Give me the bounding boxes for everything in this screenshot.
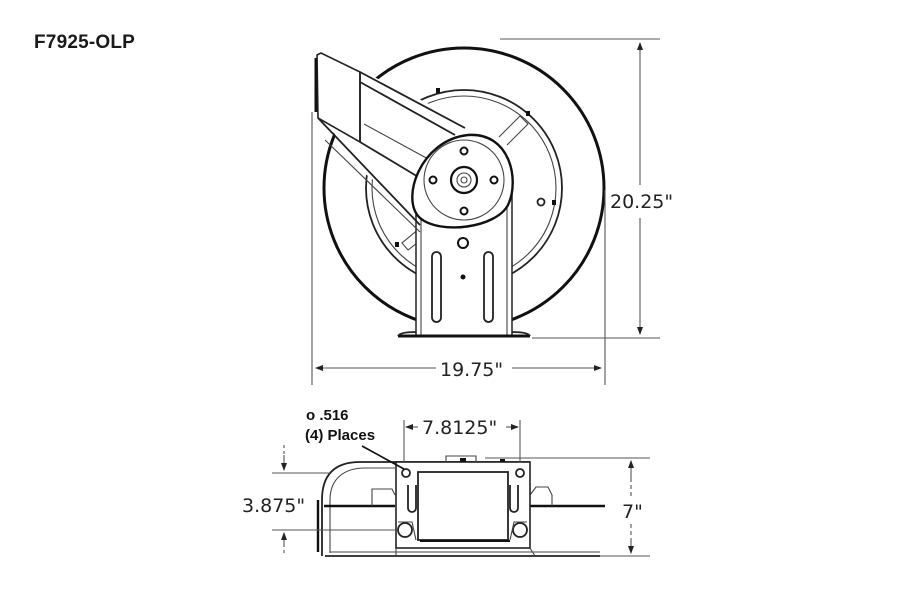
hole-note-places: (4) Places — [305, 427, 375, 444]
front-view — [314, 46, 606, 338]
front-dimensions — [311, 38, 660, 385]
top-dimensions — [272, 420, 650, 557]
bolt-spacing-dimension-label: 7.8125" — [422, 417, 497, 439]
model-title: F7925-OLP — [34, 32, 136, 53]
top-view — [316, 455, 605, 557]
hole-note-diameter: o .516 — [306, 407, 349, 424]
width-dimension-label: 19.75" — [440, 359, 503, 381]
depth-dimension-label: 7" — [622, 501, 643, 523]
base-dimension-label: 3.875" — [242, 495, 305, 517]
height-dimension-label: 20.25" — [610, 191, 673, 213]
